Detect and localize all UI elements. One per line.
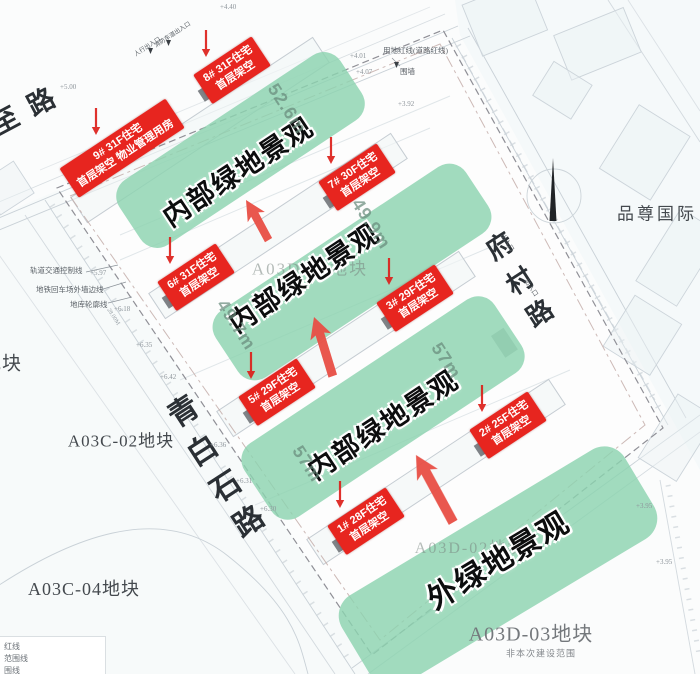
note-garage-outline: 地库轮廓线 <box>70 300 108 309</box>
elevation-mark: +6.35 <box>136 341 153 349</box>
elevation-mark: +6.18 <box>114 305 131 313</box>
legend-item-label: 围线 <box>4 665 20 674</box>
note-rail-control-line: 轨道交通控制线 <box>30 266 83 275</box>
elevation-mark: +3.92 <box>398 100 415 108</box>
plot-label-a03d02: A03D-02地块 <box>414 540 526 557</box>
elevation-mark: +4.07 <box>356 68 373 76</box>
triangle-marker-icon <box>148 40 399 68</box>
plot-note-scope: 非本次建设范围 <box>505 648 577 659</box>
elevation-mark: +4.40 <box>220 3 237 11</box>
plot-label-a03c02: A03C-02地块 <box>67 431 175 451</box>
road-hatch-ticks <box>49 43 700 664</box>
elevation-mark: +5.97 <box>90 269 107 277</box>
plot-label-a03d03: A03D-03地块 <box>468 623 594 646</box>
elevation-mark: +6.36 <box>210 441 227 449</box>
plot-label-a03d01: A03D-01地块 <box>251 259 369 279</box>
elevation-mark: +5.00 <box>60 83 77 91</box>
legend-row: 范围线 <box>0 652 99 664</box>
note-wall: 围墙 <box>400 67 415 76</box>
offsite-area-ne <box>455 0 700 470</box>
plot-label-pinzun: 品尊国际 <box>617 204 697 224</box>
legend-row: 红线 <box>0 640 99 652</box>
note-land-redline: 用地红线(道路红线) <box>383 46 448 55</box>
legend-item-label: 红线 <box>4 641 20 651</box>
elevation-mark: +6.42 <box>160 373 177 381</box>
elevation-mark: +6.31 <box>236 477 253 485</box>
legend-row: 围线 <box>0 664 99 674</box>
plot-label-fragment: 地块 <box>0 353 23 375</box>
offsite-building-outlines <box>0 0 700 483</box>
elevation-mark: +3.95 <box>636 502 653 510</box>
site-redline <box>69 43 646 641</box>
legend-item-label: 范围线 <box>4 653 28 663</box>
legend-box: 红线 范围线 围线 <box>0 636 106 674</box>
elevation-mark: +4.01 <box>350 52 367 60</box>
elevation-mark: +6.30 <box>260 505 277 513</box>
elevation-mark: +3.95 <box>656 558 673 566</box>
leader-lines <box>85 57 401 304</box>
note-metro-wall-line: 地铁回车场外墙边线 <box>36 285 104 294</box>
plot-label-a03c04: A03C-04地块 <box>28 579 140 599</box>
